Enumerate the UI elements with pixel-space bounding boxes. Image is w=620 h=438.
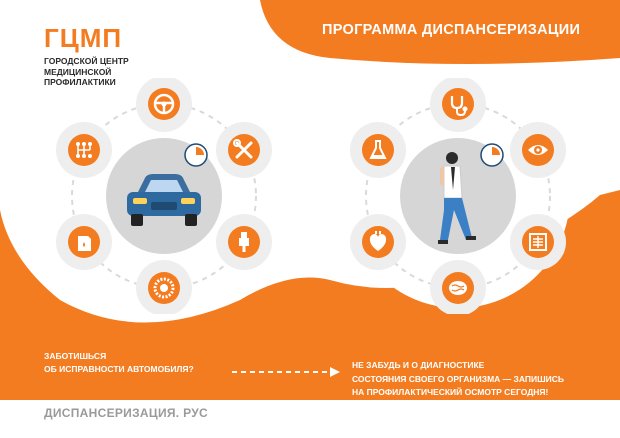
right-caption-line: СОСТОЯНИЯ СВОЕГО ОРГАНИЗМА — ЗАПИШИСЬ — [352, 373, 564, 384]
spark-plug-icon — [228, 226, 260, 258]
oil-canister-icon — [68, 226, 100, 258]
walking-man-icon — [438, 152, 476, 244]
logo-brand: ГЦМП — [44, 23, 123, 53]
right-caption-line: НА ПРОФИЛАКТИЧЕСКИЙ ОСМОТР СЕГОДНЯ! — [352, 387, 549, 397]
right-caption-line: НЕ ЗАБУДЬ И О ДИАГНОСТИКЕ — [352, 360, 485, 370]
eye-icon — [522, 134, 554, 166]
xray-chest-icon — [522, 226, 554, 258]
car-icon — [127, 174, 201, 226]
dashed-arrow-icon — [232, 367, 340, 377]
timer-icon — [184, 143, 208, 167]
left-caption-line: ОБ ИСПРАВНОСТИ АВТОМОБИЛЯ? — [44, 364, 194, 374]
program-title: ПРОГРАММА ДИСПАНСЕРИЗАЦИИ — [322, 22, 581, 38]
gearbox-icon — [68, 134, 100, 166]
left-caption-line: ЗАБОТИШЬСЯ — [44, 351, 107, 361]
heart-icon — [362, 226, 394, 258]
logo-subtitle: ГОРОДСКОЙ ЦЕНТР МЕДИЦИНСКОЙ ПРОФИЛАКТИКИ — [44, 56, 184, 88]
right-caption: НЕ ЗАБУДЬ И О ДИАГНОСТИКЕ СОСТОЯНИЯ СВОЕ… — [352, 359, 564, 400]
logo-subtitle-line: ГОРОДСКОЙ ЦЕНТР — [44, 56, 129, 66]
logo-subtitle-line: МЕДИЦИНСКОЙ — [44, 66, 112, 77]
stethoscope-icon — [442, 88, 474, 120]
wrench-screwdriver-icon — [228, 134, 260, 166]
timer-icon — [480, 143, 504, 167]
logo-subtitle-line: ПРОФИЛАКТИКИ — [44, 77, 116, 87]
tire-icon — [148, 272, 180, 304]
brain-icon — [442, 272, 474, 304]
website-link[interactable]: ДИСПАНСЕРИЗАЦИЯ. РУС — [44, 406, 208, 420]
left-caption: ЗАБОТИШЬСЯ ОБ ИСПРАВНОСТИ АВТОМОБИЛЯ? — [44, 350, 194, 376]
lab-flask-icon — [362, 134, 394, 166]
steering-wheel-icon — [148, 88, 180, 120]
